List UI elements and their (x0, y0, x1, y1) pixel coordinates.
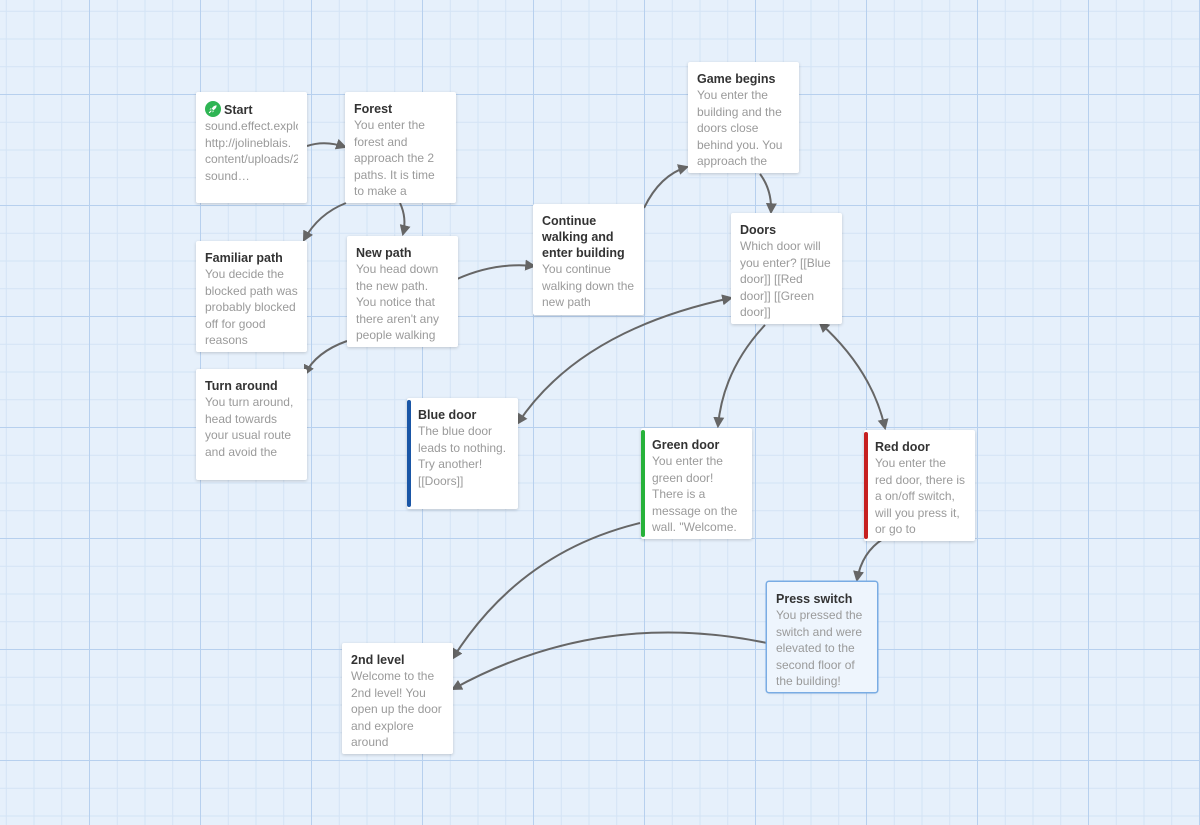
passage-turn-around[interactable]: Turn around You turn around, head toward… (196, 369, 307, 480)
passage-title: Press switch (776, 592, 853, 606)
passage-excerpt: You enter the green door! There is a mes… (652, 454, 738, 535)
passage-title: Continue walking and enter building (542, 214, 625, 260)
passage-title: Start (205, 101, 298, 118)
passage-red-door[interactable]: Red door You enter the red door, there i… (864, 430, 975, 541)
passage-title: Green door (652, 438, 720, 452)
link-new-path-continue-walking (456, 259, 537, 280)
passage-forest[interactable]: Forest You enter the forest and approach… (345, 92, 456, 203)
passage-excerpt: You decide the blocked path was probably… (205, 267, 298, 348)
passage-excerpt: The blue door leads to nothing. Try anot… (418, 424, 507, 488)
passage-excerpt: Which door will you enter? [[Blue door]]… (740, 239, 831, 320)
passage-excerpt: You turn around, head towards your usual… (205, 395, 294, 459)
passage-press-switch[interactable]: Press switch You pressed the switch and … (767, 582, 877, 692)
passage-excerpt: You pressed the switch and were elevated… (776, 608, 863, 689)
tag-stripe-red (864, 432, 868, 539)
link-doors-green-door (713, 324, 766, 429)
rocket-icon (205, 101, 221, 117)
passage-title: Blue door (418, 408, 477, 422)
passage-title: Forest (354, 102, 393, 116)
passage-green-door[interactable]: Green door You enter the green door! The… (641, 428, 752, 539)
passage-doors[interactable]: Doors Which door will you enter? [[Blue … (731, 213, 842, 324)
link-doors-red-door (818, 321, 889, 431)
passage-excerpt: You head down the new path. You notice t… (356, 262, 440, 343)
passage-familiar-path[interactable]: Familiar path You decide the blocked pat… (196, 241, 307, 352)
passage-excerpt: You enter the red door, there is a on/of… (875, 456, 966, 537)
passage-excerpt: You enter the forest and approach the 2 … (354, 118, 435, 199)
passage-title: Familiar path (205, 251, 283, 265)
passage-game-begins[interactable]: Game begins You enter the building and t… (688, 62, 799, 173)
passage-excerpt: Welcome to the 2nd level! You open up th… (351, 669, 442, 750)
link-game-begins-doors (759, 173, 777, 215)
passage-second-level[interactable]: 2nd level Welcome to the 2nd level! You … (342, 643, 453, 754)
passage-title: Doors (740, 223, 777, 237)
passage-excerpt: sound.effect.explo http://jolineblais. c… (205, 119, 298, 183)
passage-start[interactable]: Start sound.effect.explo http://jolinebl… (196, 92, 307, 203)
tag-stripe-green (641, 430, 645, 537)
link-continue-walking-game-begins (643, 164, 690, 209)
link-green-door-second-level (451, 522, 641, 660)
link-red-door-press-switch (853, 538, 884, 583)
passage-title: Game begins (697, 72, 776, 86)
link-forest-familiar-path (302, 202, 347, 242)
passage-blue-door[interactable]: Blue door The blue door leads to nothing… (407, 398, 518, 509)
link-press-switch-second-level (451, 631, 768, 691)
link-start-forest (306, 138, 348, 150)
passage-title-text: Start (224, 103, 253, 117)
link-familiar-path-turn-around (304, 340, 348, 376)
passage-title: New path (356, 246, 412, 260)
passage-title: Turn around (205, 379, 278, 393)
passage-excerpt: You enter the building and the doors clo… (697, 88, 783, 169)
passage-continue-walking[interactable]: Continue walking and enter building You … (533, 204, 644, 315)
passage-excerpt: You continue walking down the new path (542, 262, 635, 310)
link-forest-new-path (399, 202, 411, 237)
passage-new-path[interactable]: New path You head down the new path. You… (347, 236, 458, 347)
passage-title: 2nd level (351, 653, 405, 667)
passage-title: Red door (875, 440, 930, 454)
link-doors-blue-door (516, 294, 734, 425)
tag-stripe-blue (407, 400, 411, 507)
